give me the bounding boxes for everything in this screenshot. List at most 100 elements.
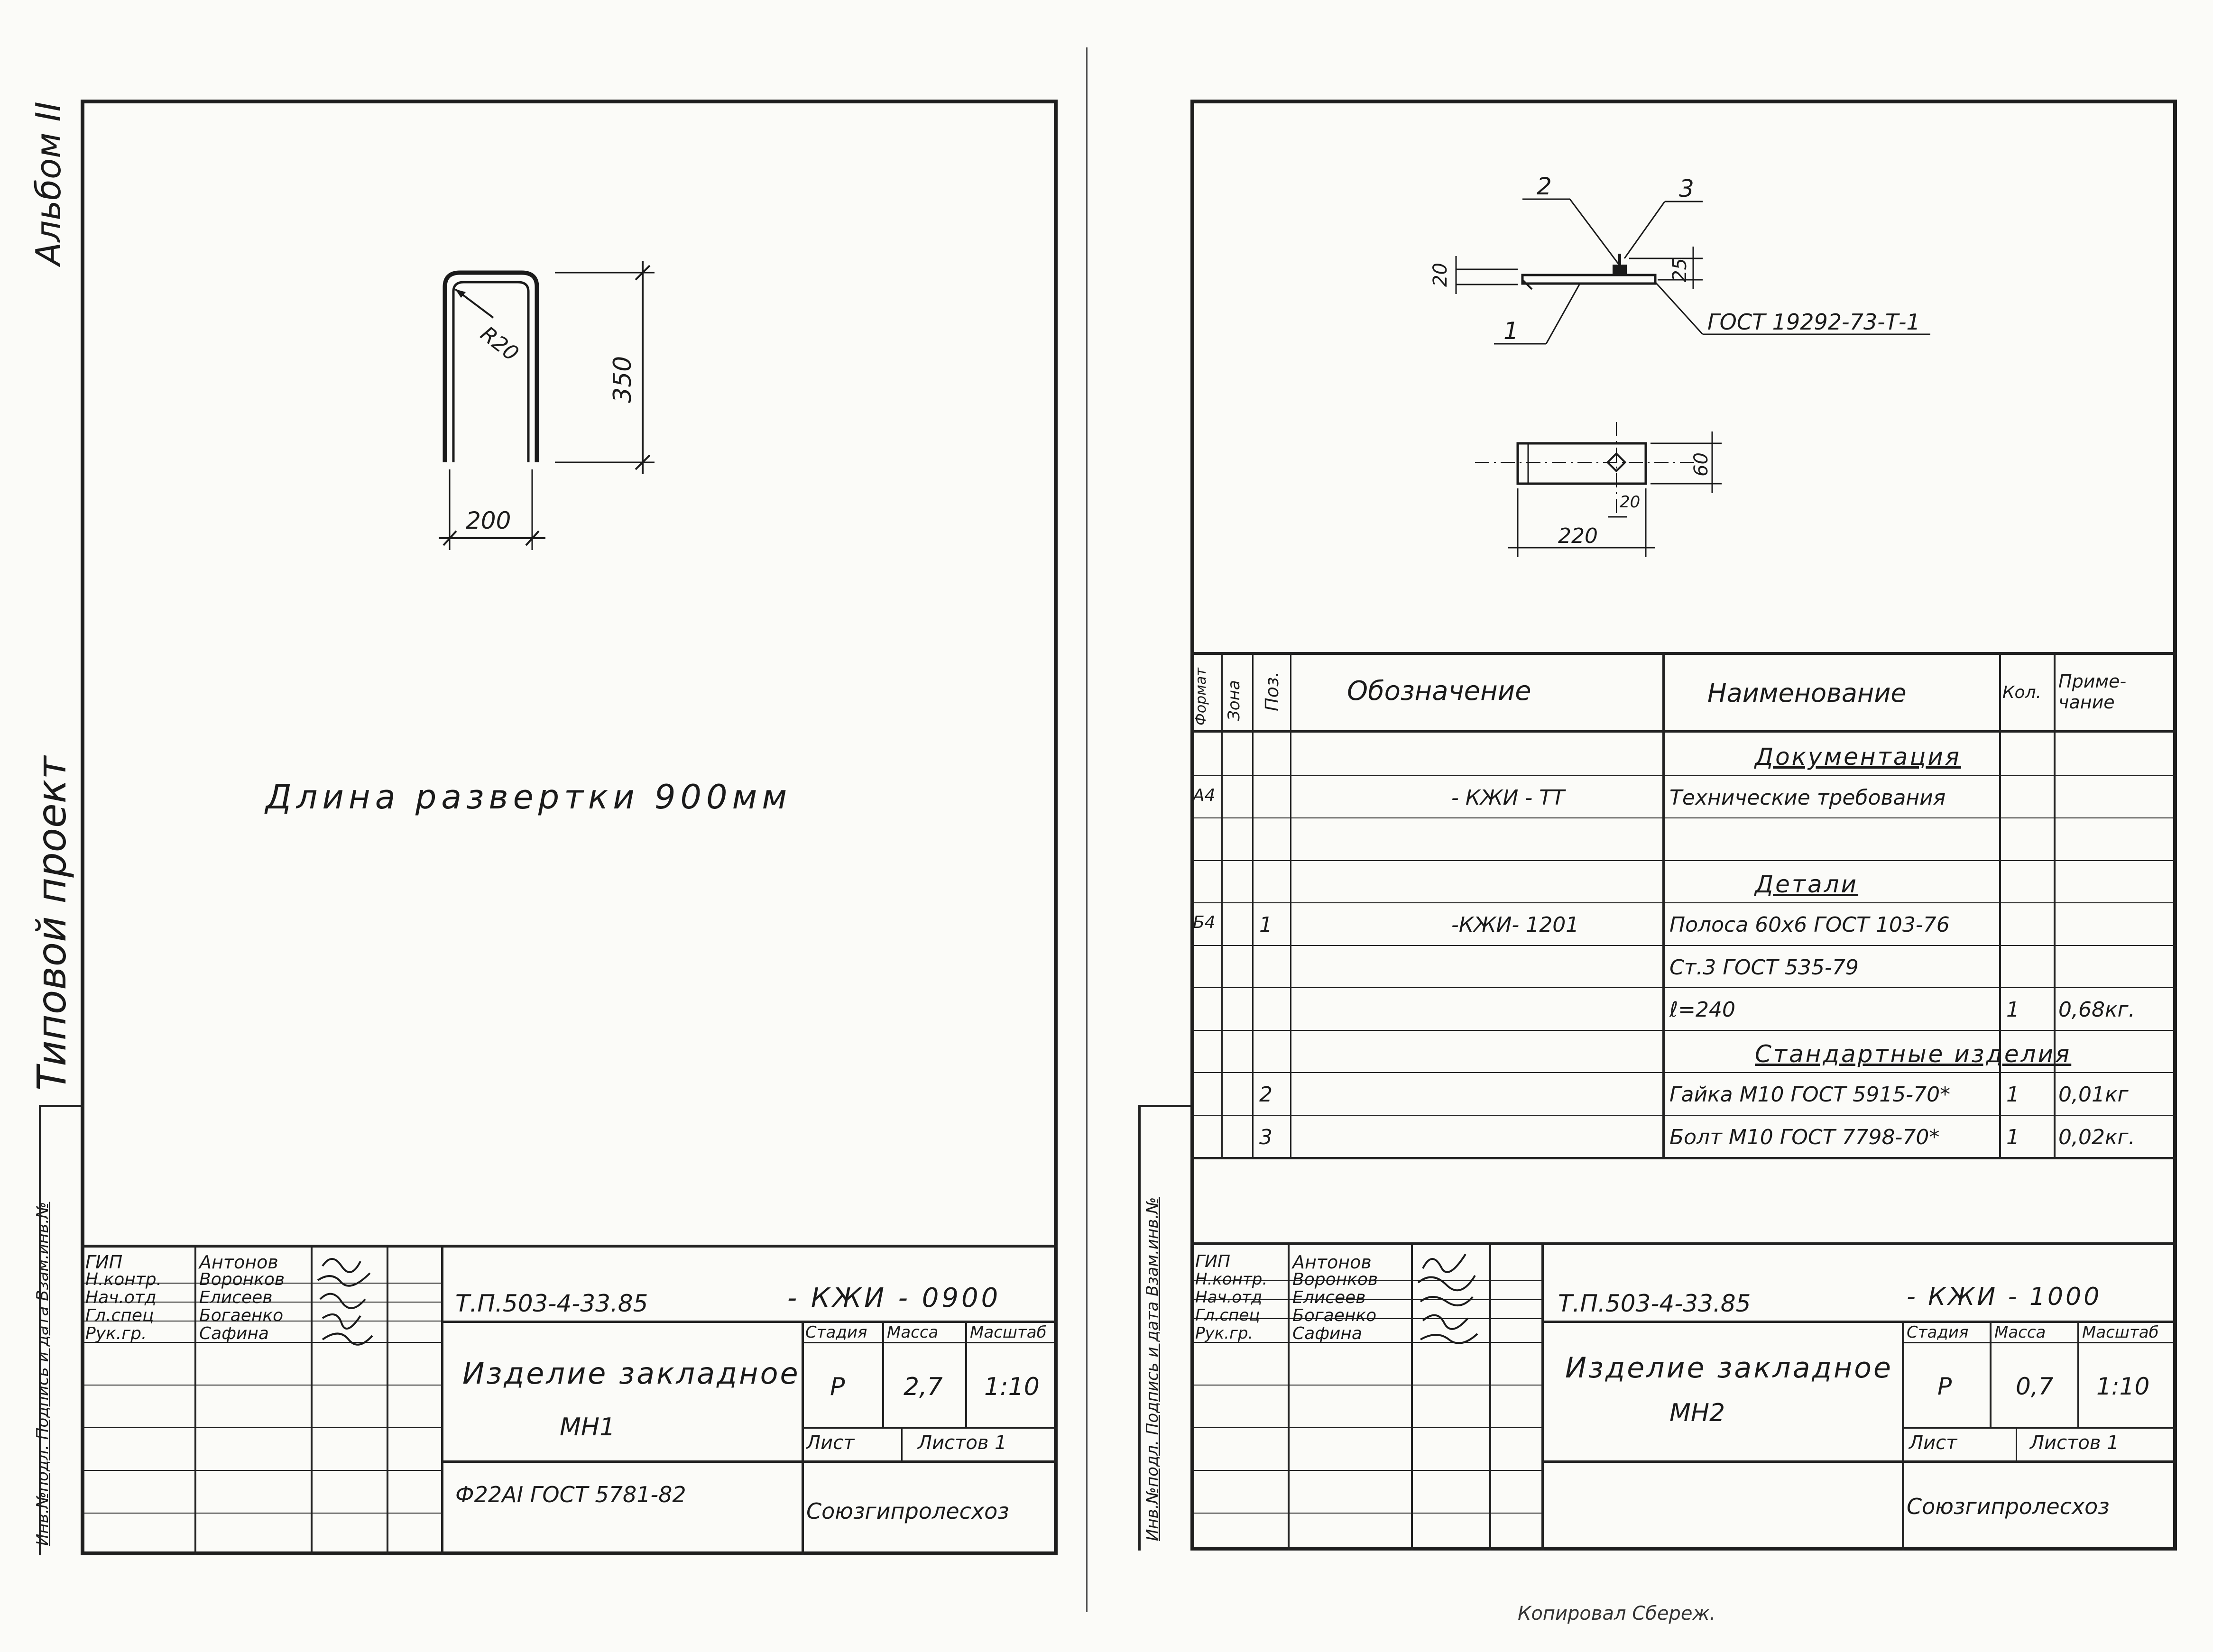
sheet1-tb-row5 (81, 1385, 443, 1386)
spec-cell-note: 0,02кг. (2058, 1125, 2135, 1149)
sheet1-tb-row2 (81, 1302, 443, 1303)
sheet2-project-code: Т.П.503-4-33.85 (1558, 1290, 1751, 1317)
spec-col-qty (1999, 652, 2001, 1157)
project-label: Типовой проект (28, 756, 75, 1091)
s1-name-4: Сафина (199, 1324, 269, 1343)
spec-cell-name: Болт М10 ГОСТ 7798-70* (1669, 1125, 1940, 1149)
s2-role-0: ГИП (1195, 1252, 1231, 1271)
spec-h-format: Формат (1193, 668, 1209, 725)
spec-cell-note: 0,68кг. (2058, 998, 2135, 1022)
left-stamp-strip: Инв.№подл. Подпись и дата Взам.инв.№ (33, 1202, 52, 1546)
s2-name-3: Богаенко (1292, 1306, 1377, 1325)
sheet1-product-mark: МН1 (560, 1413, 616, 1441)
spec-h-zone: Зона (1225, 680, 1244, 721)
s2-mass-label: Масса (1994, 1323, 2046, 1342)
spec-col-pos (1252, 652, 1254, 1157)
dim-20b: 20 (1620, 493, 1640, 512)
s1-right-col3 (965, 1321, 967, 1427)
s1-name-1: Воронков (199, 1270, 285, 1289)
spec-cell-name: Полоса 60х6 ГОСТ 103-76 (1669, 913, 1950, 937)
s2-role-2: Нач.отд (1195, 1288, 1263, 1307)
spec-cell-note: 0,01кг (2058, 1083, 2129, 1107)
s1-name-0: Антонов (199, 1252, 278, 1273)
sheet2-frame (1190, 100, 2177, 1551)
sheet1-tb-row3 (81, 1321, 443, 1322)
spec-cell-qty: 1 (2006, 1083, 2019, 1107)
spec-cell-name: Документация (1755, 743, 1961, 771)
nut-side (1613, 265, 1627, 275)
spec-col-name (1662, 652, 1665, 1157)
dim-20: 20 (1429, 263, 1451, 287)
spec-cell-format: А4 (1193, 786, 1216, 805)
sheet1-tb-row8 (81, 1513, 443, 1514)
dim-220: 220 (1558, 524, 1598, 548)
spec-col-zone (1221, 652, 1223, 1157)
sheet1-tb-row7 (81, 1470, 443, 1471)
spec-cell-name: Гайка М10 ГОСТ 5915-70* (1669, 1083, 1951, 1107)
spec-row-line (1190, 1072, 2177, 1073)
s1-sheet-label: Лист (806, 1432, 855, 1454)
s1-right-row1 (443, 1321, 1058, 1323)
sheet2-margin-line (1138, 1105, 1141, 1551)
s1-role-4: Рук.гр. (85, 1324, 147, 1343)
spec-row-line (1190, 1115, 2177, 1116)
spec-cell-pos: 3 (1259, 1125, 1272, 1149)
s1-name-3: Богаенко (199, 1306, 284, 1325)
s2-name-0: Антонов (1292, 1252, 1372, 1273)
spec-row-line (1190, 945, 2177, 946)
sheet1-material: Ф22АI ГОСТ 5781-82 (455, 1482, 686, 1507)
s2-tb-row5 (1190, 1385, 1541, 1386)
spec-cell-designation: - КЖИ - ТТ (1451, 786, 1565, 810)
s1-right-col2 (882, 1321, 884, 1427)
s2-sheet-label: Лист (1909, 1432, 1957, 1454)
s2-role-3: Гл.спец (1195, 1306, 1260, 1325)
s1-right-col1 (802, 1321, 804, 1555)
s1-right-col4 (901, 1427, 903, 1460)
spec-h-note: Приме-чание (2058, 671, 2127, 713)
s2-tb-row2 (1190, 1299, 1541, 1300)
s2-tb-row4 (1190, 1342, 1541, 1343)
sheet2-tb-top (1190, 1242, 2177, 1245)
s2-tb-col3 (1489, 1242, 1491, 1551)
pos-2: 2 (1537, 173, 1552, 200)
s1-role-2: Нач.отд (85, 1288, 157, 1307)
s2-tb-row7 (1190, 1470, 1541, 1471)
spec-cell-format: Б4 (1193, 913, 1216, 932)
s2-scale-label: Масштаб (2082, 1323, 2159, 1342)
dim-height: 350 (609, 356, 637, 403)
s2-scale: 1:10 (2096, 1373, 2150, 1400)
s2-name-2: Елисеев (1292, 1288, 1366, 1307)
s1-stage-label: Стадия (805, 1323, 867, 1342)
sheet1-tb-top (81, 1245, 1058, 1248)
sheet1-frame (81, 100, 1058, 1555)
s2-role-1: Н.контр. (1195, 1270, 1268, 1289)
s2-stage-label: Стадия (1907, 1323, 1969, 1342)
spec-cell-name: ℓ=240 (1669, 998, 1736, 1022)
s1-scale: 1:10 (984, 1373, 1040, 1401)
sheet2-product-mark: МН2 (1669, 1399, 1725, 1427)
spec-col-designation (1290, 652, 1291, 1157)
s2-sheets-label: Листов 1 (2030, 1432, 2119, 1454)
sheet2-signatures (1417, 1253, 1478, 1344)
sheet1-tb-col4 (441, 1245, 443, 1555)
sheet2-product-name: Изделие закладное (1565, 1351, 1893, 1385)
sheet2-doc-code: - КЖИ - 1000 (1907, 1283, 2102, 1311)
s1-role-1: Н.контр. (85, 1270, 162, 1289)
s2-right-row4 (1544, 1460, 2177, 1463)
sheet2-margin-top (1138, 1105, 1190, 1107)
spec-cell-name: Ст.3 ГОСТ 535-79 (1669, 955, 1859, 980)
s2-tb-col1 (1288, 1242, 1290, 1551)
spec-row-line (1190, 1030, 2177, 1031)
length-note: Длина развертки 900мм (266, 778, 792, 817)
spec-cell-name: Детали (1755, 871, 1859, 898)
right-stamp-strip: Инв.№подл. Подпись и дата Взам.инв.№ (1143, 1197, 1162, 1541)
s2-role-4: Рук.гр. (1195, 1324, 1254, 1343)
s2-right-row2 (1902, 1342, 2177, 1343)
gost-weld-note: ГОСТ 19292-73-Т-1 (1707, 309, 1920, 335)
spec-cell-pos: 1 (1259, 913, 1272, 937)
sheet1-drawing: R20 350 200 (439, 261, 655, 550)
s1-right-row4 (443, 1460, 1058, 1463)
s2-tb-row3 (1190, 1318, 1541, 1319)
sheet2-drawing: 2 3 1 20 25 ГОСТ 19292-73-Т-1 60 20 220 (1429, 173, 1930, 557)
s1-mass: 2,7 (904, 1373, 943, 1401)
